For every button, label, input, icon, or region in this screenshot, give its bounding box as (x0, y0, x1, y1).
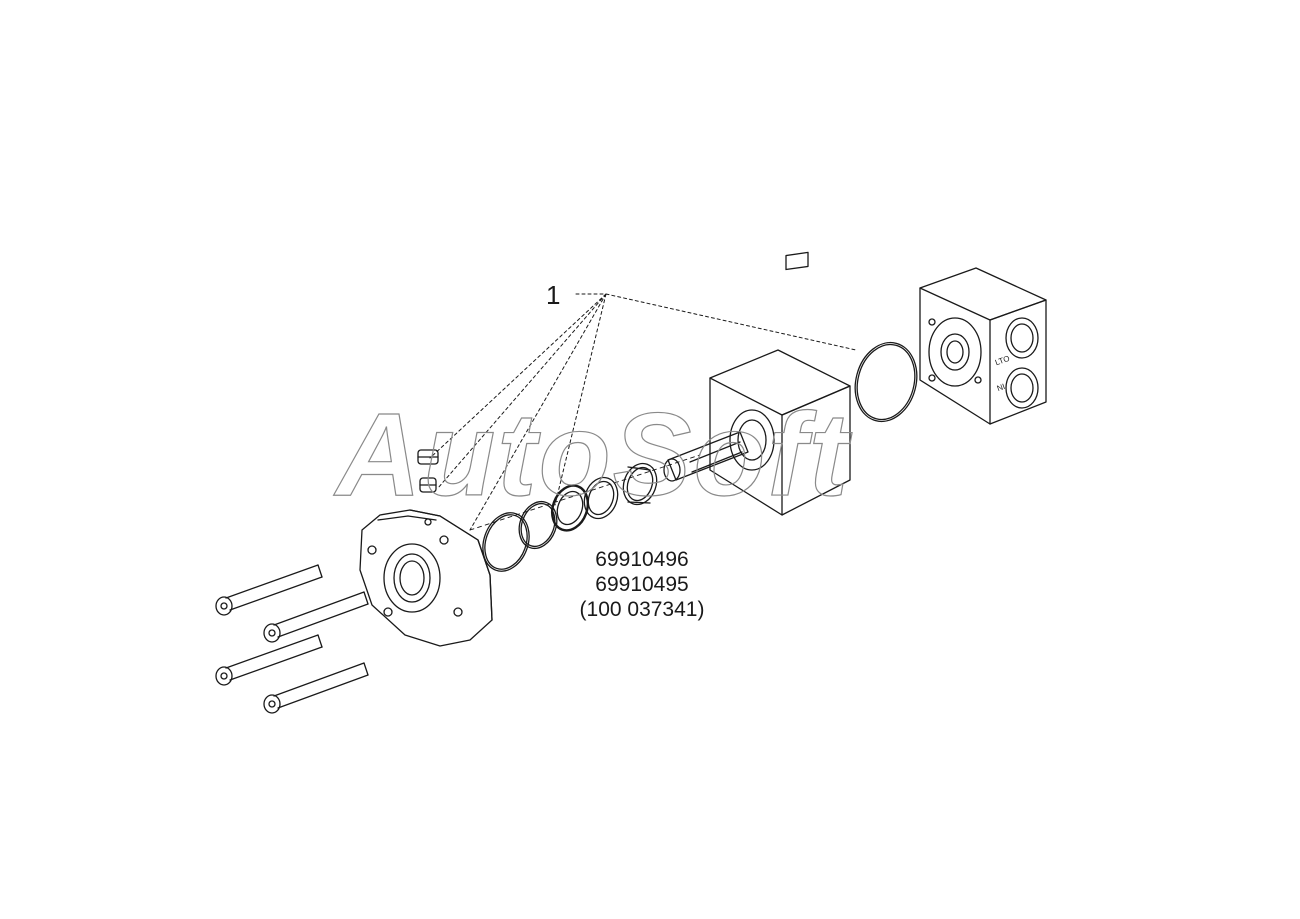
leader-lines (429, 293, 857, 531)
seal-set (482, 462, 658, 572)
valve-block (919, 267, 1047, 425)
bolt-set (215, 564, 369, 714)
part-number-3: (100 037341) (579, 598, 705, 621)
part-number-list: 69910496 69910495 (100 037341) (552, 547, 732, 622)
large-o-ring (854, 341, 918, 423)
bolt-3 (215, 634, 323, 686)
part-number-1: 69910496 (595, 548, 689, 571)
part-number-2: 69910495 (595, 573, 689, 596)
motor-block (663, 251, 851, 516)
bolt-2 (263, 591, 369, 643)
callout-label: 1 (546, 280, 561, 310)
fittings (417, 449, 439, 493)
bolt-1 (215, 564, 323, 616)
flange (359, 509, 493, 647)
bolt-4 (263, 662, 369, 714)
